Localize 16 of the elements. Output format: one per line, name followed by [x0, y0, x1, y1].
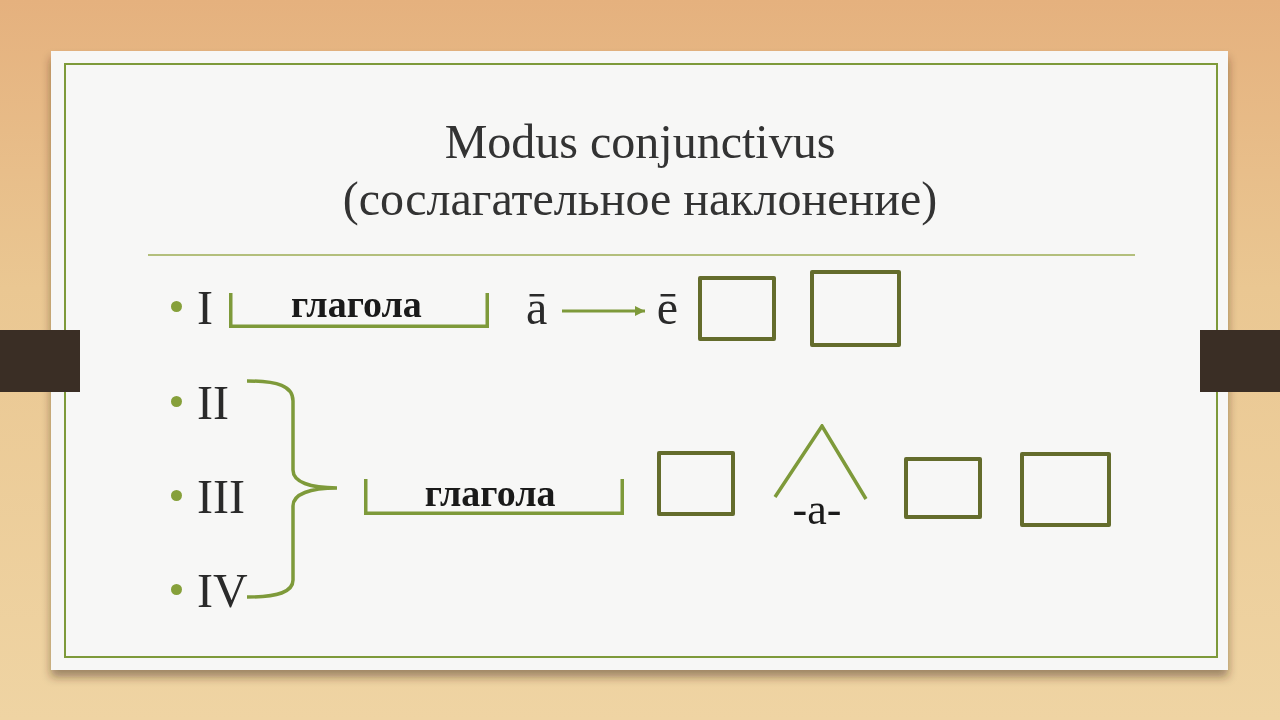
empty-box: [657, 451, 735, 516]
letter-text: ā: [526, 284, 562, 332]
word-text: глагола: [291, 285, 422, 323]
slide-title: Modus conjunctivus (сослагательное наклонение): [341, 114, 939, 227]
roman-numeral: III: [197, 473, 245, 521]
arrow: [562, 306, 645, 316]
roman-numeral: IV: [197, 567, 248, 615]
empty-box: [1020, 452, 1111, 527]
letter-text: ē: [645, 284, 678, 332]
empty-box: [810, 270, 901, 347]
suffix-text: -a-: [792, 488, 842, 532]
roman-numeral: II: [197, 379, 229, 427]
word-text: глагола: [424, 474, 556, 512]
empty-box: [698, 276, 776, 341]
empty-box: [904, 457, 982, 519]
roman-numeral: I: [197, 284, 213, 332]
